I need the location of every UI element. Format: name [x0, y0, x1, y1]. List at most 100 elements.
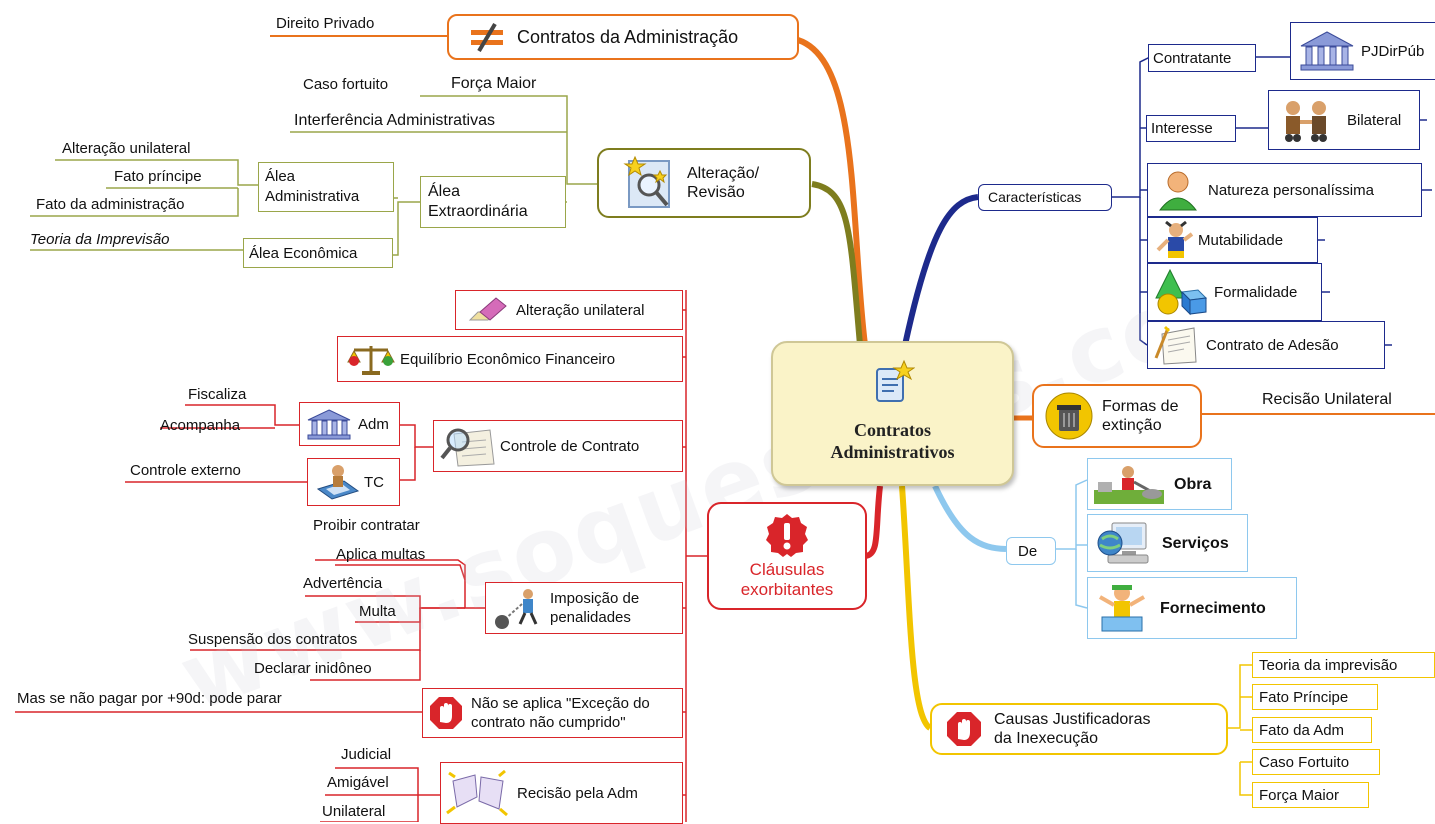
penalidades-box[interactable]: Imposição de penalidades — [485, 582, 683, 634]
fornecimento-box[interactable]: Fornecimento — [1087, 577, 1297, 639]
contratante-box[interactable]: Contratante — [1148, 44, 1256, 72]
fato-administracao-label: Fato da administração — [36, 196, 185, 213]
amigavel-label: Amigável — [327, 774, 389, 791]
causa-item-teoria[interactable]: Teoria da imprevisão — [1252, 652, 1435, 678]
de-label: De — [1018, 542, 1038, 560]
topic-caracteristicas[interactable]: Características — [978, 184, 1112, 211]
alteracao-unilateral-label: Alteração unilateral — [62, 140, 191, 157]
bilateral-box[interactable]: Bilateral — [1268, 90, 1420, 150]
pjdirpub-label: PJDirPúb — [1361, 42, 1425, 60]
central-topic[interactable]: Contratos Administrativos — [771, 341, 1014, 486]
adesao-label: Contrato de Adesão — [1206, 336, 1339, 354]
topic-causas-justificadoras[interactable]: Causas Justificadoras da Inexecução — [930, 703, 1228, 755]
controle-text: Controle de Contrato — [500, 437, 640, 455]
contratante-label: Contratante — [1153, 49, 1232, 67]
rescisao-text: Recisão pela Adm — [517, 784, 638, 802]
tc-box[interactable]: TC — [307, 458, 400, 506]
suspensao-label: Suspensão dos contratos — [188, 631, 358, 648]
caso-fortuito-label: Caso fortuito — [303, 76, 389, 93]
mutabilidade-box[interactable]: Mutabilidade — [1147, 217, 1318, 263]
alteracao-unilateral-text: Alteração unilateral — [516, 301, 645, 319]
signed-document-icon — [1154, 324, 1200, 366]
topic-de[interactable]: De — [1006, 537, 1056, 565]
excecao-label: Não se aplica "Exceção do contrato não c… — [471, 694, 650, 732]
caracteristicas-label: Características — [988, 189, 1082, 205]
clausulas-line1: Cláusulas — [749, 560, 825, 579]
alea-admin-line2: Administrativa — [265, 188, 360, 205]
causa-item-label: Força Maior — [1259, 786, 1340, 804]
formalidade-label: Formalidade — [1214, 283, 1298, 301]
topic-label: Alteração/ Revisão — [687, 164, 759, 202]
person-avatar-icon — [1156, 168, 1200, 212]
obra-label: Obra — [1174, 475, 1212, 493]
equilibrio-text: Equilíbrio Econômico Financeiro — [400, 350, 616, 368]
central-topic-line1: Contratos — [854, 420, 931, 440]
causa-item-fato-principe[interactable]: Fato Príncipe — [1252, 684, 1378, 710]
teoria-imprevisao-label: Teoria da Imprevisão — [30, 231, 170, 248]
trash-bin-icon — [1044, 391, 1094, 441]
tc-text: TC — [364, 473, 384, 491]
topic-formas-extincao[interactable]: Formas de extinção — [1032, 384, 1202, 448]
topic-clausulas-exorbitantes[interactable]: Cláusulas exorbitantes — [707, 502, 867, 610]
balance-scale-icon — [346, 342, 396, 376]
topic-contratos-administracao[interactable]: Contratos da Administração — [447, 14, 799, 60]
adm-box[interactable]: Adm — [299, 402, 400, 446]
alea-economica-box[interactable]: Álea Econômica — [243, 238, 393, 268]
construction-worker-icon — [1092, 462, 1166, 506]
magnifier-star-icon — [623, 155, 673, 211]
equilibrio-box[interactable]: Equilíbrio Econômico Financeiro — [337, 336, 683, 382]
causa-item-fato-adm[interactable]: Fato da Adm — [1252, 717, 1372, 743]
alteracao-unilateral-box[interactable]: Alteração unilateral — [455, 290, 683, 330]
causas-line2: da Inexecução — [994, 730, 1099, 747]
interesse-box[interactable]: Interesse — [1146, 115, 1236, 142]
topic-label: Contratos da Administração — [517, 26, 739, 47]
alea-extraordinaria-box[interactable]: Álea Extraordinária — [420, 176, 566, 228]
government-building-icon — [1299, 29, 1355, 73]
contrato-adesao-box[interactable]: Contrato de Adesão — [1147, 321, 1385, 369]
natureza-label: Natureza personalíssima — [1208, 181, 1374, 199]
stop-hand-icon — [429, 696, 463, 730]
bilateral-label: Bilateral — [1347, 111, 1402, 129]
fato-principe-label: Fato príncipe — [114, 168, 202, 185]
penalidades-line2: penalidades — [550, 609, 631, 626]
servicos-label: Serviços — [1162, 534, 1229, 552]
pjdirpub-box[interactable]: PJDirPúb — [1290, 22, 1435, 80]
alert-badge-icon — [764, 512, 810, 558]
torn-paper-icon — [445, 767, 511, 819]
ball-and-chain-icon — [492, 586, 546, 630]
causa-item-forca-maior[interactable]: Força Maior — [1252, 782, 1369, 808]
aplica-multas-label: Aplica multas — [336, 546, 426, 563]
controle-contrato-box[interactable]: Controle de Contrato — [433, 420, 683, 472]
interferencia-label: Interferência Administrativas — [294, 112, 495, 129]
declarar-inidoneo-label: Declarar inidôneo — [254, 660, 372, 677]
central-topic-line2: Administrativos — [830, 442, 955, 462]
direito-privado-label: Direito Privado — [276, 15, 375, 32]
alea-administrativa-box[interactable]: Álea Administrativa — [258, 162, 394, 212]
causa-item-label: Caso Fortuito — [1259, 753, 1350, 771]
alea-extra-line2: Extraordinária — [428, 203, 528, 220]
causa-item-label: Fato da Adm — [1259, 721, 1345, 739]
government-building-icon — [306, 408, 352, 440]
advertencia-label: Advertência — [303, 575, 383, 592]
natureza-box[interactable]: Natureza personalíssima — [1147, 163, 1422, 217]
interesse-label: Interesse — [1151, 120, 1213, 137]
alea-extra-line1: Álea — [428, 183, 461, 200]
recisao-unilateral-label: Recisão Unilateral — [1262, 391, 1392, 408]
causa-item-caso-fortuito[interactable]: Caso Fortuito — [1252, 749, 1380, 775]
causa-item-label: Fato Príncipe — [1259, 688, 1349, 706]
multa-label: Multa — [359, 603, 396, 620]
calculator-person-icon — [314, 463, 360, 501]
topic-alteracao-revisao[interactable]: Alteração/ Revisão — [597, 148, 811, 218]
excecao-box[interactable]: Não se aplica "Exceção do contrato não c… — [422, 688, 683, 738]
alteracao-line2: Revisão — [687, 184, 745, 201]
alea-admin-line1: Álea — [265, 168, 296, 185]
stop-hand-icon — [946, 711, 982, 747]
alteracao-line1: Alteração/ — [687, 165, 760, 182]
formalidade-box[interactable]: Formalidade — [1147, 263, 1322, 321]
rescisao-adm-box[interactable]: Recisão pela Adm — [440, 762, 683, 824]
fornecimento-label: Fornecimento — [1160, 599, 1266, 617]
servicos-box[interactable]: Serviços — [1087, 514, 1248, 572]
alea-economica-label: Álea Econômica — [249, 244, 358, 262]
acompanha-label: Acompanha — [160, 417, 241, 434]
obra-box[interactable]: Obra — [1087, 458, 1232, 510]
